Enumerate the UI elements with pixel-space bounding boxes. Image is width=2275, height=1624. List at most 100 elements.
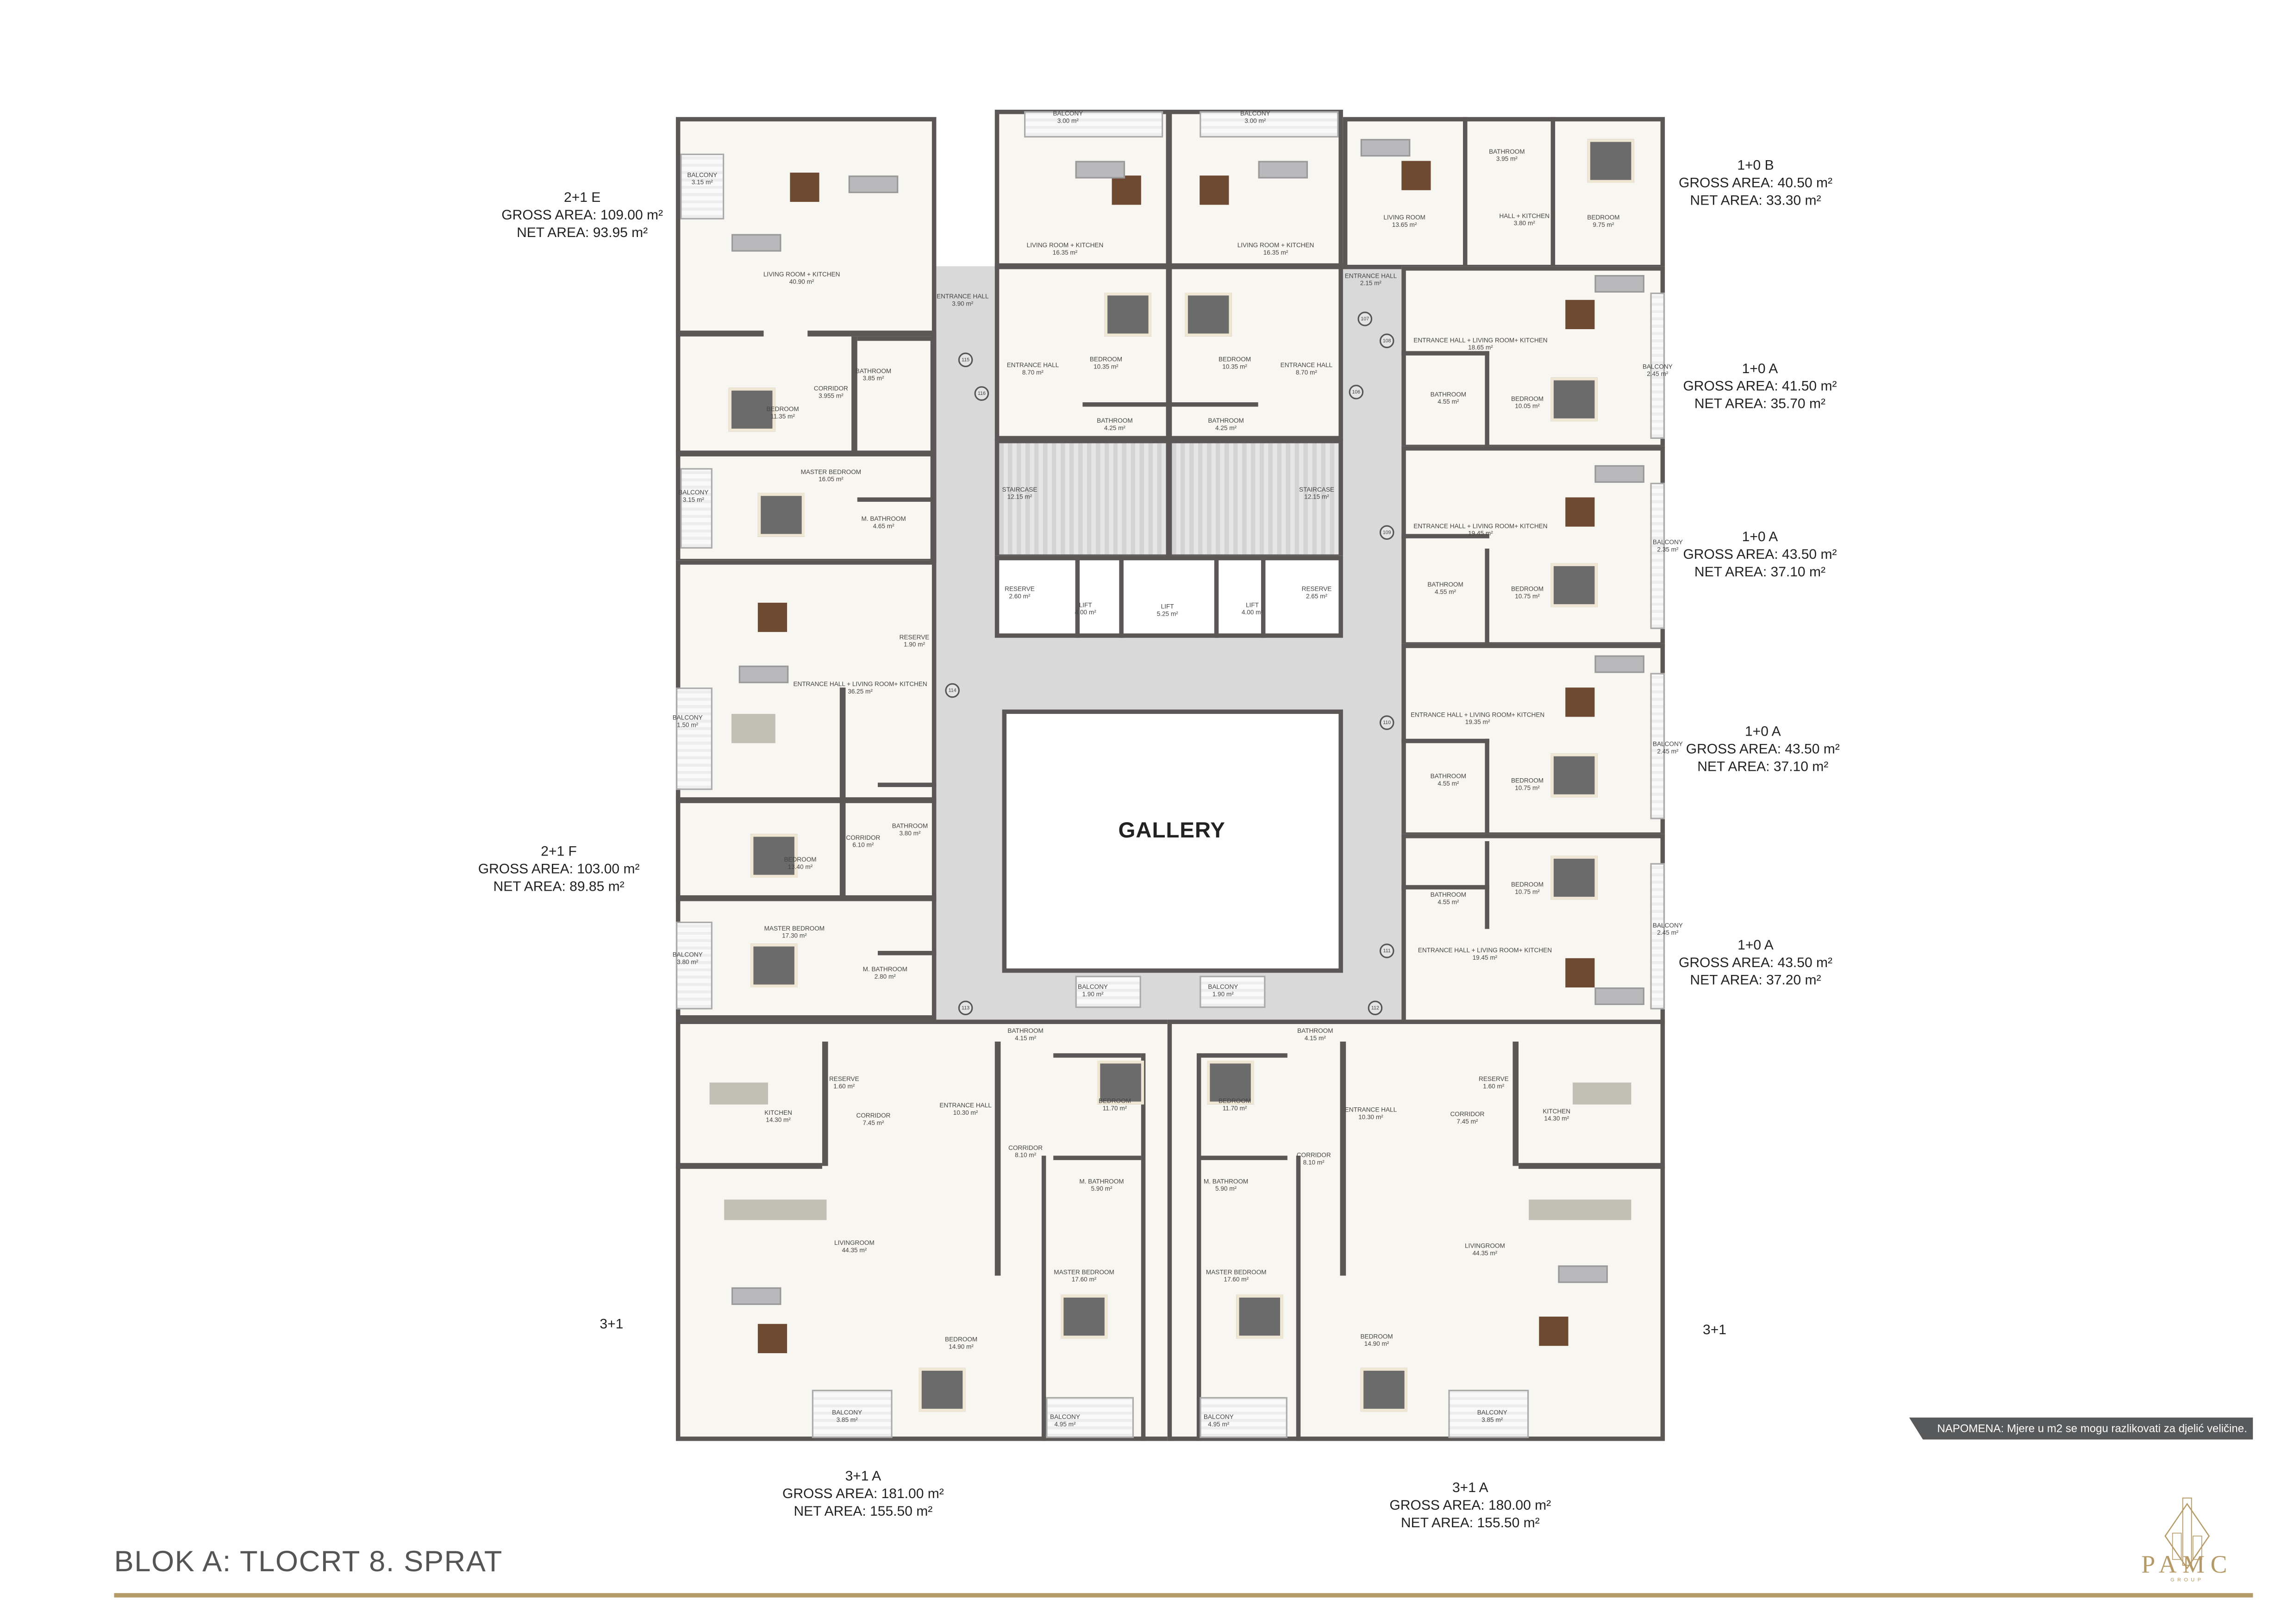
interior-wall <box>1200 1156 1288 1160</box>
balcony-area <box>1650 482 1665 629</box>
room-name: LIFT <box>1079 601 1092 609</box>
unit-2plus1-f <box>675 560 937 1020</box>
room-area: 36.25 m² <box>848 687 873 695</box>
sofa-icon <box>1594 275 1644 293</box>
interior-wall <box>994 263 1172 269</box>
room-area: 11.35 m² <box>770 412 795 420</box>
balcony-area <box>1200 975 1266 1008</box>
balcony-area <box>1650 673 1665 819</box>
room-area: 17.60 m² <box>1224 1275 1249 1283</box>
room-area: 2.45 m² <box>1657 747 1679 755</box>
unit-label-2plus1-e: 2+1 E GROSS AREA: 109.00 m² NET AREA: 93… <box>501 190 663 243</box>
room-area: 2.80 m² <box>874 973 896 981</box>
table-icon <box>790 172 819 202</box>
interior-wall <box>1463 117 1468 267</box>
table-icon <box>1401 161 1431 190</box>
room-name: RESERVE <box>1301 585 1332 593</box>
interior-wall <box>994 1041 1001 1276</box>
room-area: 10.05 m² <box>1515 402 1540 410</box>
lift-core <box>994 556 1343 638</box>
room-area: 2.65 m² <box>1306 592 1328 600</box>
dining-table-icon <box>709 1082 768 1105</box>
apartment-number-marker: 109 <box>1379 525 1394 540</box>
unit-gross-area: GROSS AREA: 180.00 m² <box>1389 1498 1551 1514</box>
interior-wall <box>675 450 937 456</box>
room-area: 4.65 m² <box>873 522 894 530</box>
gallery-void <box>1002 709 1343 973</box>
room-name: BATHROOM <box>1208 417 1244 425</box>
room-area: 1.60 m² <box>833 1082 855 1090</box>
interior-wall <box>1296 1156 1301 1441</box>
room-name: LIFT <box>1161 602 1174 610</box>
table-icon <box>757 602 788 632</box>
interior-wall <box>1075 556 1080 638</box>
bed-icon <box>1207 1061 1254 1105</box>
room-name: LIVINGROOM <box>1464 1242 1505 1249</box>
apartment-number-marker: 112 <box>1368 1000 1383 1016</box>
room-name: BATHROOM <box>855 367 892 375</box>
balcony-area <box>675 687 712 790</box>
room-area: 14.90 m² <box>1364 1340 1389 1348</box>
table-icon <box>1565 687 1595 717</box>
balcony-area <box>675 921 712 1010</box>
room-area: 44.35 m² <box>842 1246 867 1254</box>
room-name: LIVING ROOM + KITCHEN <box>763 270 840 278</box>
room-area: 4.15 m² <box>1304 1034 1326 1042</box>
room-name: LIVING ROOM + KITCHEN <box>1237 241 1314 249</box>
unit-label-1plus0-a-4: 1+0 A GROSS AREA: 43.50 m² NET AREA: 37.… <box>1679 938 1832 991</box>
bed-icon <box>1061 1294 1108 1339</box>
room-area: 4.25 m² <box>1104 424 1125 432</box>
room-name: RESERVE <box>1005 585 1035 593</box>
table-icon <box>1565 958 1595 987</box>
unit-label-1plus0-a-2: 1+0 A GROSS AREA: 43.50 m² NET AREA: 37.… <box>1683 530 1837 582</box>
unit-gross-area: GROSS AREA: 109.00 m² <box>501 207 663 224</box>
room-area: 40.90 m² <box>789 278 814 286</box>
room-area: 10.30 m² <box>953 1109 978 1117</box>
room-area: 6.10 m² <box>852 841 874 849</box>
room-name: RESERVE <box>899 633 930 641</box>
unit-type: 1+0 B <box>1737 158 1774 175</box>
interior-wall <box>1485 549 1489 644</box>
unit-gross-area: GROSS AREA: 41.50 m² <box>1683 379 1837 395</box>
dining-table-icon <box>724 1199 827 1220</box>
balcony-area <box>1075 975 1141 1008</box>
room-name: M. BATHROOM <box>1203 1177 1249 1185</box>
room-name: BALCONY <box>1208 983 1238 991</box>
unit-type: 1+0 A <box>1738 937 1774 954</box>
room-name: BALCONY <box>1203 1413 1234 1421</box>
interior-wall <box>675 331 764 337</box>
room-name: CORRIDOR <box>856 1112 891 1119</box>
balcony-area <box>1650 863 1665 1010</box>
interior-wall <box>1214 556 1219 638</box>
interior-wall <box>807 331 937 337</box>
room-name: KITCHEN <box>1543 1107 1571 1115</box>
room-name: ENTRANCE HALL <box>1344 1106 1397 1113</box>
balcony-area <box>1046 1397 1134 1438</box>
room-name: ENTRANCE HALL <box>939 1101 992 1109</box>
logo-subtitle: GROUP <box>2170 1577 2204 1583</box>
bed-icon <box>728 387 775 432</box>
room-area: 4.55 m² <box>1435 588 1456 596</box>
balcony-area <box>680 153 725 219</box>
unit-net-area: NET AREA: 93.95 m² <box>517 225 648 242</box>
interior-wall <box>1401 885 1489 890</box>
interior-wall <box>1519 1163 1665 1169</box>
room-area: 13.65 m² <box>1392 221 1417 228</box>
room-name: M. BATHROOM <box>861 515 906 523</box>
interior-wall <box>1053 1053 1141 1058</box>
balcony-area <box>1448 1390 1529 1438</box>
